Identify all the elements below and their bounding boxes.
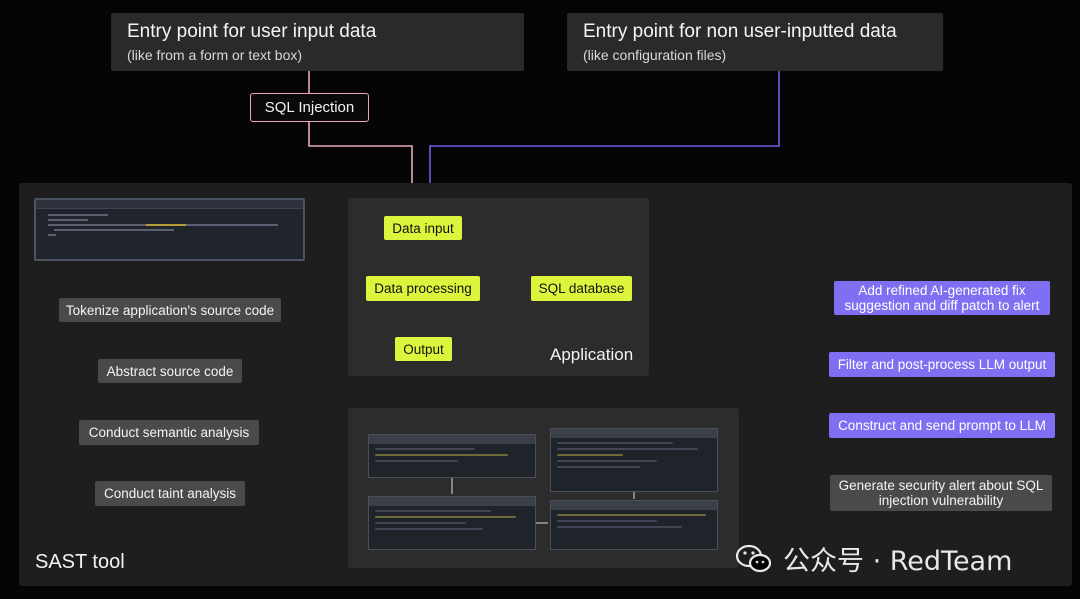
step-abstract: Abstract source code xyxy=(98,359,242,383)
fix-suggestion-step: Add refined AI-generated fix suggestion … xyxy=(834,281,1050,315)
security-alert-step: Generate security alert about SQL inject… xyxy=(830,475,1052,511)
sql-injection-label: SQL Injection xyxy=(250,93,369,122)
wechat-icon xyxy=(735,544,772,572)
entry-non-user-input: Entry point for non user-inputted data (… xyxy=(567,13,943,71)
step-taint-analysis: Conduct taint analysis xyxy=(95,481,245,506)
watermark-text: 公众号 · RedTeam xyxy=(783,546,1013,577)
source-code-snippet xyxy=(34,198,305,261)
panel-flow-arrows xyxy=(451,478,635,524)
sast-tool-label: SAST tool xyxy=(35,551,125,573)
data-processing-node: Data processing xyxy=(366,276,480,301)
construct-prompt-step: Construct and send prompt to LLM xyxy=(829,413,1055,438)
output-node: Output xyxy=(395,337,452,361)
code-screenshot xyxy=(550,428,718,492)
entry-user-title: Entry point for user input data xyxy=(127,21,377,42)
data-input-node: Data input xyxy=(384,216,462,240)
code-screenshot xyxy=(368,434,536,478)
sql-database-node: SQL database xyxy=(531,276,632,301)
entry-nonuser-subtitle: (like configuration files) xyxy=(583,47,727,63)
entry-user-subtitle: (like from a form or text box) xyxy=(127,47,303,63)
code-screenshot xyxy=(550,500,718,550)
code-screenshot xyxy=(368,496,536,550)
watermark: 公众号 · RedTeam xyxy=(735,539,1012,578)
filter-output-step: Filter and post-process LLM output xyxy=(829,352,1055,377)
step-semantic-analysis: Conduct semantic analysis xyxy=(79,420,259,445)
entry-user-input: Entry point for user input data (like fr… xyxy=(111,13,524,71)
application-label: Application xyxy=(550,345,634,364)
entry-nonuser-title: Entry point for non user-inputted data xyxy=(583,21,897,42)
taint-analysis-panel xyxy=(348,408,739,568)
step-tokenize: Tokenize application's source code xyxy=(59,298,281,322)
